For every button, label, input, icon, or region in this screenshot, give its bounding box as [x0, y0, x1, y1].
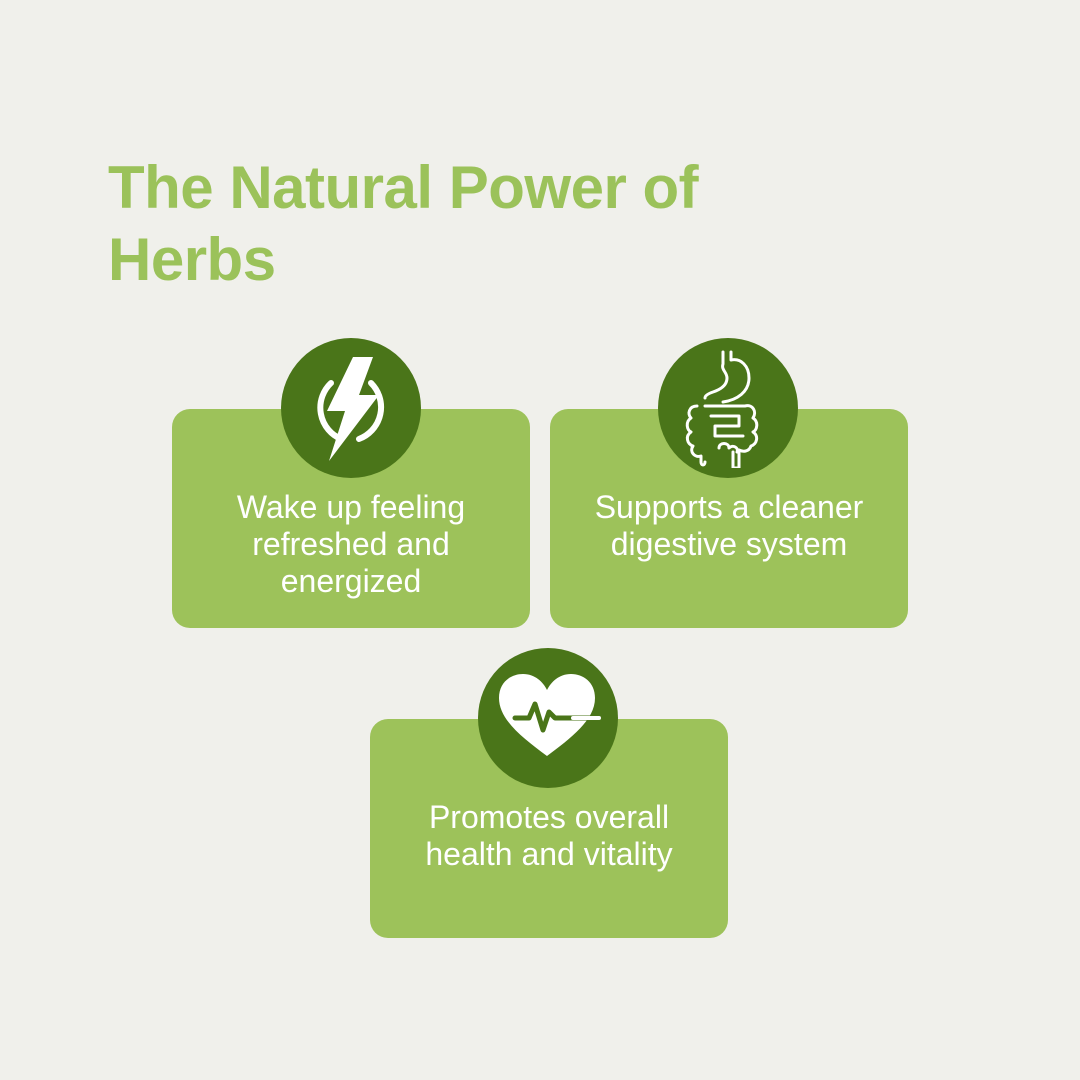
page-title: The Natural Power of Herbs [108, 154, 699, 293]
benefit-text: Promotes overall health and vitality [425, 799, 673, 872]
benefit-text: Wake up feeling refreshed and energized [236, 489, 466, 599]
benefit-text: Supports a cleaner digestive system [594, 489, 864, 562]
benefit-card-health: Promotes overall health and vitality [370, 719, 728, 938]
heart-pulse-icon [478, 648, 618, 788]
digestive-system-icon [658, 338, 798, 478]
lightning-power-icon [281, 338, 421, 478]
